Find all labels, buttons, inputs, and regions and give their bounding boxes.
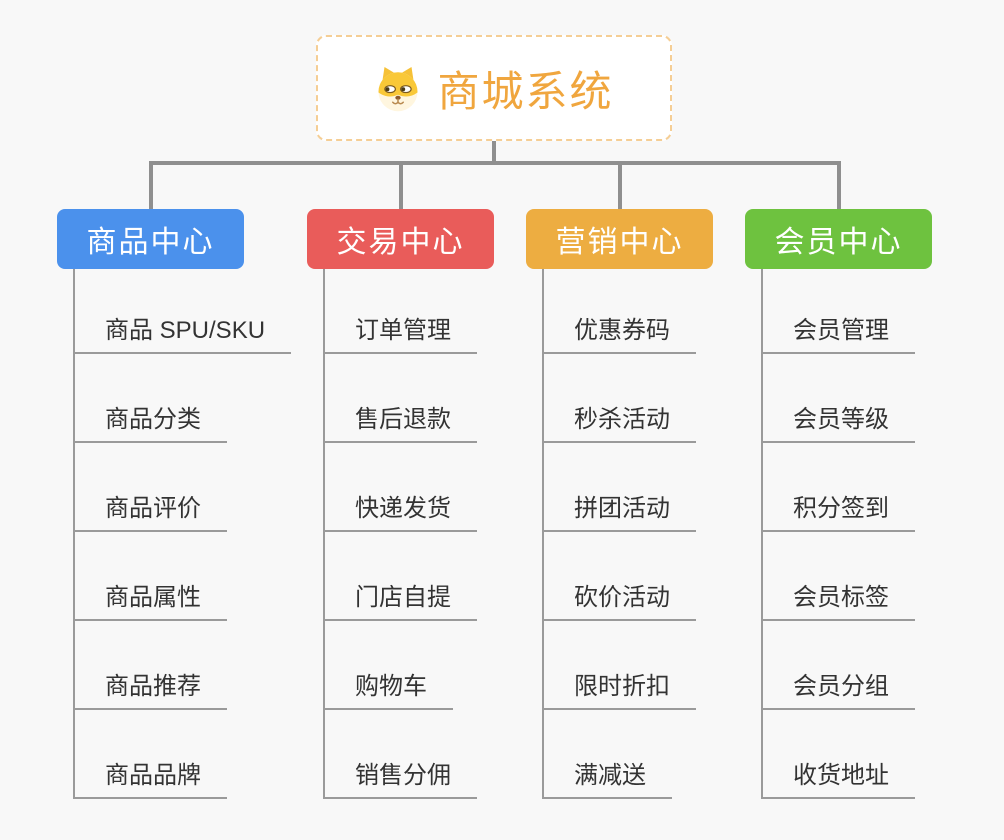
- child-row: 商品评价: [73, 443, 291, 532]
- connector-horizontal-bus: [149, 161, 840, 165]
- shiba-dog-icon: [378, 67, 418, 112]
- child-item[interactable]: 订单管理: [323, 316, 477, 354]
- child-item[interactable]: 会员等级: [761, 405, 915, 443]
- child-row: 商品分类: [73, 354, 291, 443]
- child-item[interactable]: 积分签到: [761, 494, 915, 532]
- child-item[interactable]: 收货地址: [761, 761, 915, 799]
- root-node[interactable]: 商城系统: [316, 35, 672, 141]
- child-row: 砍价活动: [542, 532, 696, 621]
- child-row: 商品推荐: [73, 621, 291, 710]
- child-item[interactable]: 销售分佣: [323, 761, 477, 799]
- branch-children: 订单管理 售后退款 快递发货 门店自提 购物车 销售分佣: [323, 269, 477, 799]
- branch-trunk-line: [73, 269, 75, 799]
- child-row: 会员标签: [761, 532, 915, 621]
- child-row: 优惠券码: [542, 269, 696, 354]
- child-item[interactable]: 售后退款: [323, 405, 477, 443]
- child-row: 满减送: [542, 710, 696, 799]
- child-item[interactable]: 商品评价: [73, 494, 227, 532]
- root-title: 商城系统: [437, 67, 614, 115]
- child-row: 会员等级: [761, 354, 915, 443]
- child-row: 会员分组: [761, 621, 915, 710]
- connector-drop-marketing: [618, 161, 622, 209]
- child-item[interactable]: 商品 SPU/SKU: [73, 316, 292, 354]
- connector-drop-product: [149, 161, 153, 209]
- child-item[interactable]: 购物车: [323, 672, 453, 710]
- child-item[interactable]: 商品属性: [73, 583, 227, 621]
- child-row: 商品 SPU/SKU: [73, 269, 292, 354]
- child-row: 收货地址: [761, 710, 915, 799]
- connector-root-vertical: [492, 141, 496, 163]
- connector-drop-trade: [399, 161, 403, 209]
- branch-marketing-center: 营销中心 优惠券码 秒杀活动 拼团活动 砍价活动 限时折扣 满减送: [526, 209, 713, 799]
- child-item[interactable]: 门店自提: [323, 583, 477, 621]
- child-item[interactable]: 商品品牌: [73, 761, 227, 799]
- child-row: 拼团活动: [542, 443, 696, 532]
- branch-header-marketing[interactable]: 营销中心: [526, 209, 713, 269]
- child-item[interactable]: 秒杀活动: [542, 405, 696, 443]
- branch-trunk-line: [542, 269, 544, 799]
- child-row: 售后退款: [323, 354, 477, 443]
- branch-product-center: 商品中心 商品 SPU/SKU 商品分类 商品评价 商品属性 商品推荐 商品品牌: [57, 209, 292, 799]
- child-item[interactable]: 商品推荐: [73, 672, 227, 710]
- branch-children: 会员管理 会员等级 积分签到 会员标签 会员分组 收货地址: [761, 269, 915, 799]
- child-item[interactable]: 快递发货: [323, 494, 477, 532]
- child-row: 秒杀活动: [542, 354, 696, 443]
- child-row: 订单管理: [323, 269, 477, 354]
- branch-header-product[interactable]: 商品中心: [57, 209, 244, 269]
- child-row: 会员管理: [761, 269, 915, 354]
- branch-children: 优惠券码 秒杀活动 拼团活动 砍价活动 限时折扣 满减送: [542, 269, 696, 799]
- child-row: 商品品牌: [73, 710, 291, 799]
- child-item[interactable]: 限时折扣: [542, 672, 696, 710]
- child-row: 积分签到: [761, 443, 915, 532]
- child-row: 商品属性: [73, 532, 291, 621]
- child-item[interactable]: 会员分组: [761, 672, 915, 710]
- branch-trunk-line: [761, 269, 763, 799]
- branch-trade-center: 交易中心 订单管理 售后退款 快递发货 门店自提 购物车 销售分佣: [307, 209, 494, 799]
- branch-header-trade[interactable]: 交易中心: [307, 209, 494, 269]
- child-row: 销售分佣: [323, 710, 477, 799]
- child-item[interactable]: 会员管理: [761, 316, 915, 354]
- branch-header-member[interactable]: 会员中心: [745, 209, 932, 269]
- child-row: 限时折扣: [542, 621, 696, 710]
- branch-trunk-line: [323, 269, 325, 799]
- child-row: 门店自提: [323, 532, 477, 621]
- child-item[interactable]: 砍价活动: [542, 583, 696, 621]
- child-item[interactable]: 会员标签: [761, 583, 915, 621]
- branch-children: 商品 SPU/SKU 商品分类 商品评价 商品属性 商品推荐 商品品牌: [73, 269, 292, 799]
- child-row: 购物车: [323, 621, 477, 710]
- branch-member-center: 会员中心 会员管理 会员等级 积分签到 会员标签 会员分组 收货地址: [745, 209, 932, 799]
- child-item[interactable]: 优惠券码: [542, 316, 696, 354]
- connector-drop-member: [837, 161, 841, 209]
- child-item[interactable]: 满减送: [542, 761, 672, 799]
- child-item[interactable]: 拼团活动: [542, 494, 696, 532]
- child-row: 快递发货: [323, 443, 477, 532]
- child-item[interactable]: 商品分类: [73, 405, 227, 443]
